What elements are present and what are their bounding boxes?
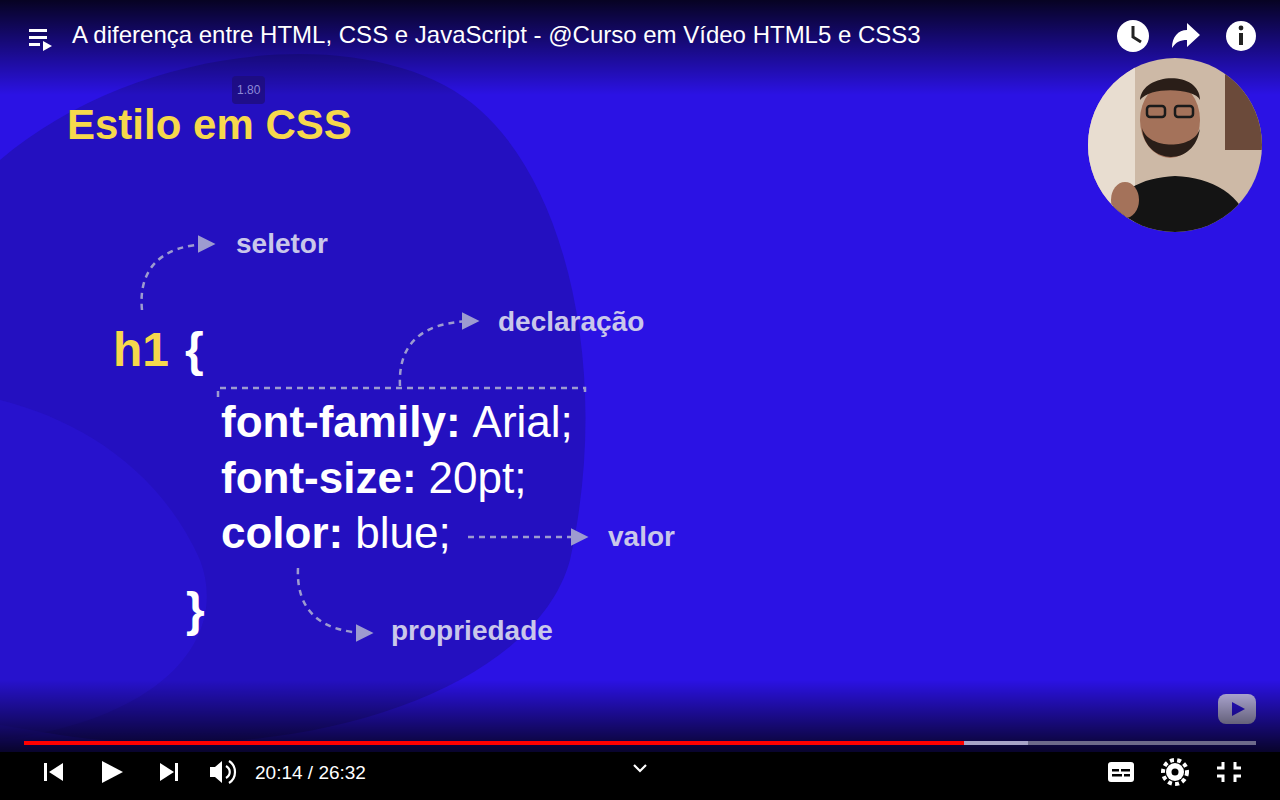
css-value: 20pt; [429,456,527,500]
settings-icon [1163,760,1187,784]
volume-icon [226,766,230,778]
declaration-bracket [218,388,585,397]
slide-heading: Estilo em CSS [67,104,352,146]
callout-label: declaração [498,308,644,336]
value-leader [468,536,585,539]
leader-lines [142,244,585,633]
speed-badge: 1.80 [232,76,265,104]
code-brace: { [185,326,204,374]
next-icon [175,763,178,781]
css-property: color: [221,511,343,555]
progress-played [24,741,964,745]
volume-icon [229,761,235,783]
share-icon [1172,23,1200,48]
volume-icon [210,761,222,783]
info-icon [1226,21,1256,51]
callout-label: propriedade [391,617,553,645]
declaration-leader [400,321,476,386]
css-selector: h1 [113,326,169,374]
exit-fullscreen-icon [1217,762,1241,782]
presenter-webcam [1085,55,1265,240]
callout-label: valor [608,523,675,551]
progress-buffer [24,741,1028,745]
css-property: font-size: [221,456,417,500]
callout-label: seletor [236,230,328,258]
top-bar [0,0,1280,95]
css-value: Arial; [473,400,573,444]
watch-later-icon [1117,20,1149,52]
playlist-icon [29,29,52,51]
play-icon [102,761,123,783]
previous-icon [44,763,47,781]
css-value: blue; [355,511,450,555]
chevron-icon [634,765,646,771]
video-title: A diferença entre HTML, CSS e JavaScript… [72,23,921,47]
control-bar [0,752,1280,800]
progress-track [24,741,1256,745]
next-icon [160,763,174,781]
background-blob [0,54,586,743]
time-display: 20:14 / 26:32 [255,763,366,782]
previous-icon [49,763,63,781]
property-leader [298,568,370,633]
captions-icon [1108,762,1134,782]
code-brace: } [186,586,205,634]
bottom-fade [0,680,1280,760]
css-property: font-family: [221,400,461,444]
selector-leader [142,244,212,310]
settings-icon [1166,763,1184,781]
player-controls [44,760,1241,784]
